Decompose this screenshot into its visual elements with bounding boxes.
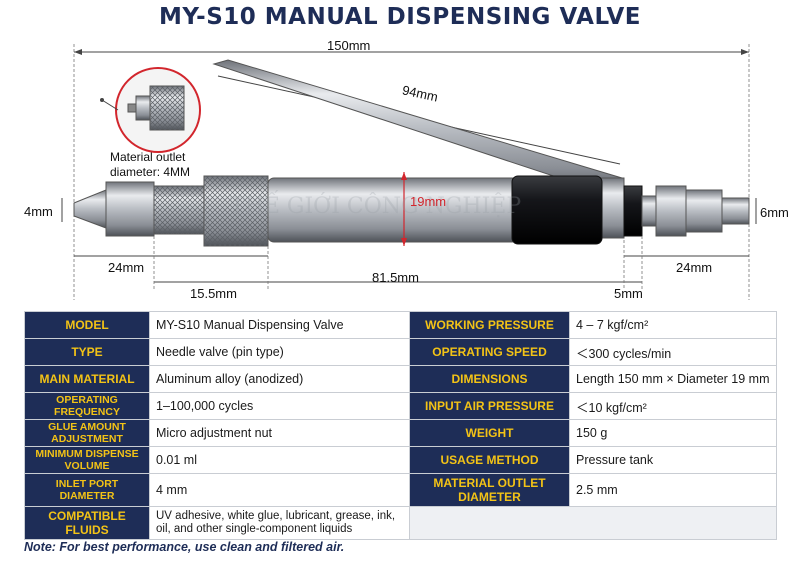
- dim-tip-diameter: 4mm: [24, 204, 53, 219]
- air-cylinder: [511, 175, 603, 245]
- dim-overall-length: 150mm: [327, 38, 371, 53]
- nozzle-sleeve: [105, 181, 155, 237]
- dim-tip-length: 24mm: [108, 260, 145, 275]
- spec-value: Needle valve (pin type): [149, 338, 410, 366]
- table-row: OPERATING FREQUENCY 1–100,000 cycles INP…: [24, 392, 777, 420]
- page-title: MY-S10 MANUAL DISPENSING VALVE: [159, 4, 641, 30]
- hex-fitting: [655, 185, 687, 237]
- spec-key: MAIN MATERIAL: [24, 365, 150, 393]
- spec-key: MINIMUM DISPENSE VOLUME: [24, 446, 150, 474]
- watermark-top: THẾ GIỚI CÔNG NGHIỆP: [230, 194, 522, 219]
- spec-key: GLUE AMOUNT ADJUSTMENT: [24, 419, 150, 447]
- spec-value: 0.01 ml: [149, 446, 410, 474]
- spec-value: 4 mm: [149, 473, 410, 507]
- outlet-note-line2: diameter: 4MM: [110, 165, 191, 179]
- spec-value: MY-S10 Manual Dispensing Valve: [149, 311, 410, 339]
- empty-cell: [409, 506, 777, 540]
- table-row: MAIN MATERIAL Aluminum alloy (anodized) …: [24, 365, 777, 393]
- outlet-diameter-note: Material outlet diameter: 4MM: [110, 150, 190, 180]
- push-fitting: [685, 189, 723, 233]
- table-row: MINIMUM DISPENSE VOLUME 0.01 ml USAGE ME…: [24, 446, 777, 474]
- spec-value: ＜300 cycles/min: [569, 338, 777, 366]
- spec-key: MATERIAL OUTLET DIAMETER: [409, 473, 570, 507]
- spec-key: OPERATING SPEED: [409, 338, 570, 366]
- spec-key: DIMENSIONS: [409, 365, 570, 393]
- dim-body-length: 81.5mm: [372, 270, 419, 285]
- dim-body-diameter: 19mm: [410, 194, 447, 209]
- spec-key: COMPATIBLE FLUIDS: [24, 506, 150, 540]
- spec-value: Micro adjustment nut: [149, 419, 410, 447]
- threaded-stem: [641, 195, 657, 227]
- dim-inlet-diameter: 6mm: [760, 205, 789, 220]
- spec-value: 4 – 7 kgf/cm²: [569, 311, 777, 339]
- spec-key: USAGE METHOD: [409, 446, 570, 474]
- spec-key: INPUT AIR PRESSURE: [409, 392, 570, 420]
- spec-value: 2.5 mm: [569, 473, 777, 507]
- spec-key: INLET PORT DIAMETER: [24, 473, 150, 507]
- spec-key: OPERATING FREQUENCY: [24, 392, 150, 420]
- spec-key: WEIGHT: [409, 419, 570, 447]
- table-row: GLUE AMOUNT ADJUSTMENT Micro adjustment …: [24, 419, 777, 447]
- table-row: INLET PORT DIAMETER 4 mm MATERIAL OUTLET…: [24, 473, 777, 507]
- table-row: TYPE Needle valve (pin type) OPERATING S…: [24, 338, 777, 366]
- outlet-note-line1: Material outlet: [110, 150, 186, 164]
- spec-value: 150 g: [569, 419, 777, 447]
- table-row: COMPATIBLE FLUIDS UV adhesive, white glu…: [24, 506, 777, 540]
- spec-value: 1–100,000 cycles: [149, 392, 410, 420]
- dim-fitting-gap: 5mm: [614, 286, 643, 301]
- dim-inlet-length: 24mm: [676, 260, 713, 275]
- air-inlet: [721, 197, 750, 225]
- valve-diagram: [61, 44, 757, 300]
- spec-key: MODEL: [24, 311, 150, 339]
- spec-value: Aluminum alloy (anodized): [149, 365, 410, 393]
- spec-value: UV adhesive, white glue, lubricant, grea…: [149, 506, 410, 540]
- table-row: MODEL MY-S10 Manual Dispensing Valve WOR…: [24, 311, 777, 339]
- spec-table: MODEL MY-S10 Manual Dispensing Valve WOR…: [24, 311, 777, 540]
- footer-note: Note: For best performance, use clean an…: [24, 540, 345, 554]
- nozzle-tip: [73, 189, 107, 229]
- spec-key: TYPE: [24, 338, 150, 366]
- spec-value: Pressure tank: [569, 446, 777, 474]
- spec-value: Length 150 mm × Diameter 19 mm: [569, 365, 777, 393]
- spec-value: ＜10 kgf/cm²: [569, 392, 777, 420]
- dim-knurl-length: 15.5mm: [190, 286, 237, 301]
- rear-cap: [623, 185, 643, 237]
- spec-key: WORKING PRESSURE: [409, 311, 570, 339]
